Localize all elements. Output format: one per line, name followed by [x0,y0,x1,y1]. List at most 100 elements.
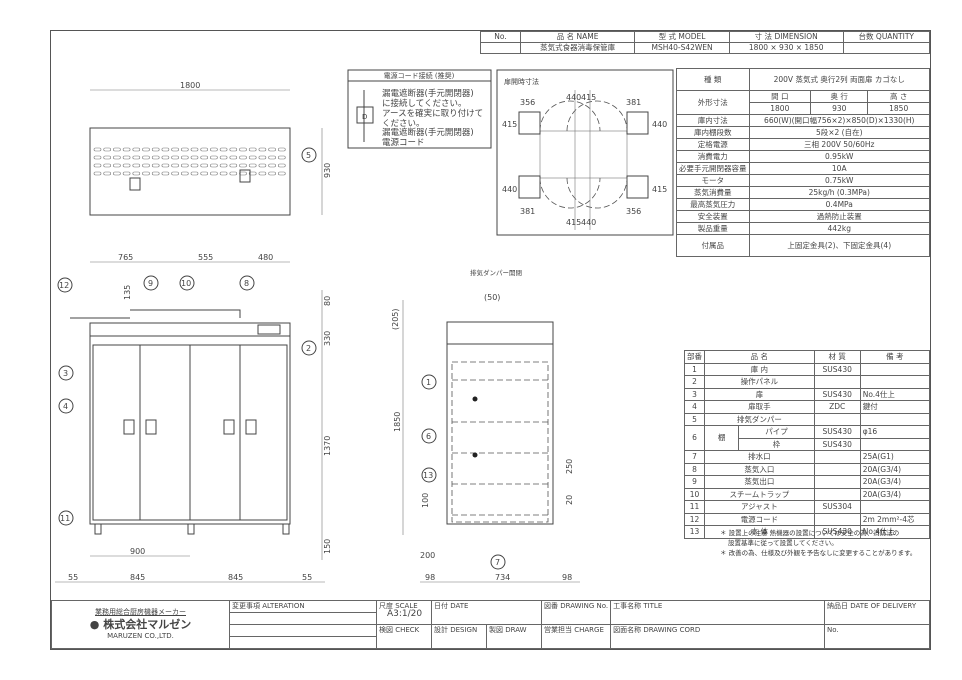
vent-slot [93,155,102,160]
dim-label: 480 [258,253,273,262]
vent-slot [142,147,150,152]
vent-slot [239,171,247,176]
vent-slot [239,163,247,168]
no-label: No. [824,624,930,649]
balloon: 12 [59,281,69,290]
vent-slot [200,147,208,152]
balloon: 8 [244,279,249,288]
part-no: 13 [684,525,705,539]
part-no: 3 [684,387,705,401]
balloon: 4 [63,402,68,411]
vent-slot [161,147,170,152]
vent-slot [229,163,238,168]
vent-slot [277,147,286,152]
vent-slot [132,163,141,168]
dim-label: 440 [581,218,596,227]
dim-label: 150 [323,539,332,554]
dim-label: 250 [565,459,574,474]
scale-label: 尺度 SCALE [379,602,418,610]
vent-slot [229,147,238,152]
spec-key: 外形寸法 [676,90,750,115]
vent-slot [219,163,228,168]
vent-slot [200,155,208,160]
vent-slot [132,155,141,160]
vent-slot [181,163,189,168]
vent-slot [248,155,257,160]
power-note-line: ください。 [382,119,425,129]
part-note: 20A(G3/4) [859,475,931,489]
note: 設置基準に従って設置してください。 [728,539,838,547]
damper-label: 排気ダンパー開閉 [470,268,522,277]
vent-slot [190,171,199,176]
dim-label: 440 [566,93,581,102]
vent-slot [248,171,257,176]
dim-label: 845 [130,573,145,582]
vent-slot [219,147,228,152]
vent-slot [122,163,131,168]
vent-slot [93,147,102,152]
vent-slot [268,155,276,160]
notes: ＊ 設置上の注意 熱機器の設置については安全の為、消防法の 設置基準に従って設置… [720,528,916,558]
vent-slot [151,147,160,152]
dim-label: 55 [68,573,78,582]
dim-label: (205) [391,308,400,330]
vent-slot [277,155,286,160]
power-note-title: 電源コード接続 (推奨) [384,71,455,80]
cord-label: 電源コード [382,138,425,148]
part-no: 7 [684,450,705,464]
dim-label: 381 [520,207,535,216]
vent-slot [113,163,121,168]
vent-slot [171,155,179,160]
part-material: SUS430 [813,525,861,539]
side-view: 排気ダンパー開閉 (205) (50) 1850 250 20 100 200 … [391,268,580,583]
vent-slot [258,163,267,168]
dim-label: 330 [323,331,332,346]
balloon: 11 [60,514,70,523]
balloon: 2 [306,344,311,353]
vent-slot [113,155,121,160]
vent-slot [210,147,218,152]
vent-slot [122,147,131,152]
vent-slot [171,171,179,176]
vent-slot [210,163,218,168]
spec-value: 上固定金具(2)、下固定金具(4) [748,234,930,257]
vent-slot [93,171,102,176]
vent-slot [190,147,199,152]
part-name: 棚 [703,425,740,451]
date-label: 日付 DATE [431,600,542,625]
check-label: 検図 CHECK [376,624,432,649]
balloon: 3 [63,369,68,378]
vent-slot [142,155,150,160]
vent-slot [268,171,276,176]
vent-slot [181,147,189,152]
note: ＊ 設置上の注意 熱機器の設置については安全の為、消防法の [720,529,900,537]
maker-line: 業務用総合厨房機器メーカー [95,608,186,616]
vent-slot [277,163,286,168]
front-view: 765 555 480 135 900 55 845 845 55 80 330… [55,253,332,583]
vent-slot [142,163,150,168]
balloon: 9 [148,279,153,288]
dim-label: 845 [228,573,243,582]
dim-label: 415 [502,120,517,129]
vent-slot [113,171,121,176]
vent-slot [103,147,111,152]
vent-slot [171,163,179,168]
vent-slot [248,147,257,152]
vent-slot [181,171,189,176]
vent-slot [200,163,208,168]
part-no: 8 [684,462,705,476]
vent-slot [161,155,170,160]
vent-slot [258,171,267,176]
dim-label: 734 [495,573,510,582]
dim-label: 440 [652,120,667,129]
vent-slot [122,171,131,176]
vent-slot [103,171,111,176]
breaker-symbol: D [362,113,367,121]
vent-slot [210,171,218,176]
